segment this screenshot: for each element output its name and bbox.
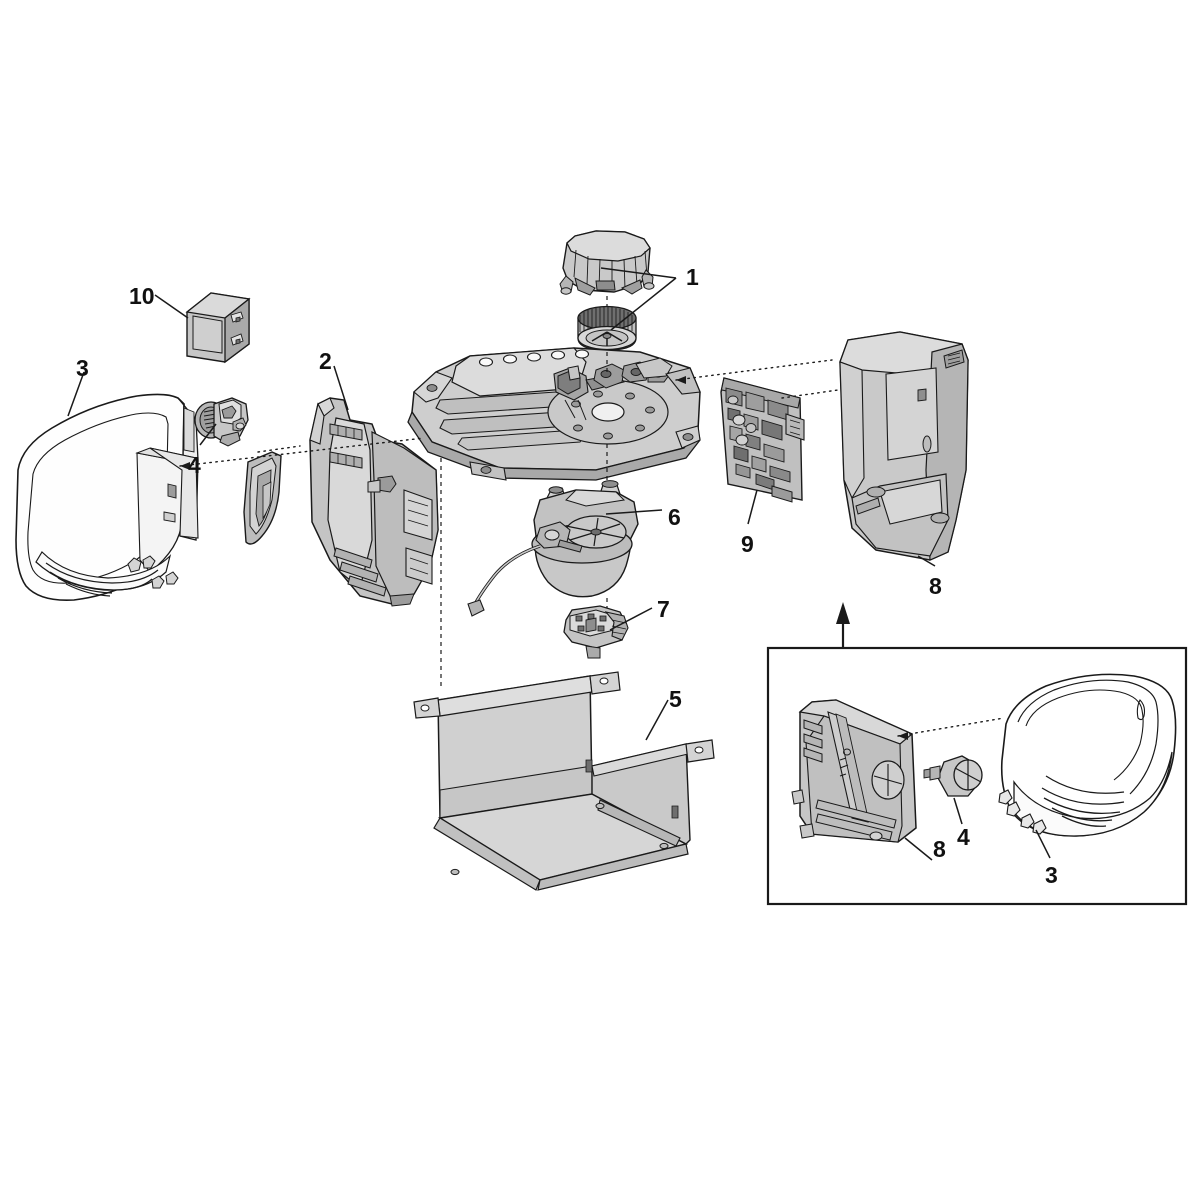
callout-number-7: 7 xyxy=(657,596,670,622)
drive-pulley xyxy=(577,305,637,351)
callout-number-10: 10 xyxy=(129,283,155,309)
part-inner-chassis-panel xyxy=(309,365,439,607)
callout-number-4: 4 xyxy=(188,452,201,478)
part-outer-cover-shell xyxy=(15,371,199,602)
part-transformer-block xyxy=(154,292,251,364)
callout-number-inset-8: 8 xyxy=(933,836,946,862)
motor-cover xyxy=(559,230,655,296)
callout-number-2: 2 xyxy=(319,348,332,374)
part-motor-cover-group xyxy=(559,230,677,351)
leader-line-inset-8 xyxy=(904,837,933,861)
inset-part-light-socket xyxy=(923,755,983,825)
callout-number-1: 1 xyxy=(686,264,699,290)
callout-number-6: 6 xyxy=(668,504,681,530)
callout-number-9: 9 xyxy=(741,531,754,557)
part-rear-housing-cover xyxy=(839,331,969,567)
inset-part-outer-cover xyxy=(998,673,1177,859)
leader-line-inset-3 xyxy=(1035,829,1051,859)
part-lens-diffuser xyxy=(243,451,282,545)
leader-line-3 xyxy=(67,371,85,417)
inset-part-rear-housing xyxy=(791,699,933,861)
part-main-chassis-plate xyxy=(407,347,701,481)
leader-line-2 xyxy=(333,365,349,411)
part-mounting-bracket xyxy=(413,671,715,891)
leader-line-7 xyxy=(609,607,653,631)
detail-view-box xyxy=(766,602,1188,906)
callout-number-inset-4: 4 xyxy=(957,824,970,850)
leader-line-9 xyxy=(747,489,758,525)
leader-line-6 xyxy=(605,509,663,515)
part-motor-assembly xyxy=(467,480,663,617)
callout-number-8: 8 xyxy=(929,573,942,599)
callout-number-5: 5 xyxy=(669,686,682,712)
part-control-circuit-board xyxy=(720,377,805,525)
part-limit-switch-module xyxy=(563,605,653,659)
alignment-axes xyxy=(179,296,839,690)
leader-line-1 xyxy=(600,267,677,331)
inset-alignment-axis xyxy=(897,717,1005,737)
leader-line-inset-4 xyxy=(953,797,963,825)
detail-arrow-head xyxy=(836,602,850,624)
callout-number-inset-3: 3 xyxy=(1045,862,1058,888)
callout-number-3: 3 xyxy=(76,355,89,381)
leader-line-8 xyxy=(917,555,936,567)
leader-line-4 xyxy=(199,423,217,446)
leader-line-10 xyxy=(154,294,189,319)
leader-line-5 xyxy=(645,699,669,741)
part-light-socket-assembly xyxy=(194,397,249,447)
